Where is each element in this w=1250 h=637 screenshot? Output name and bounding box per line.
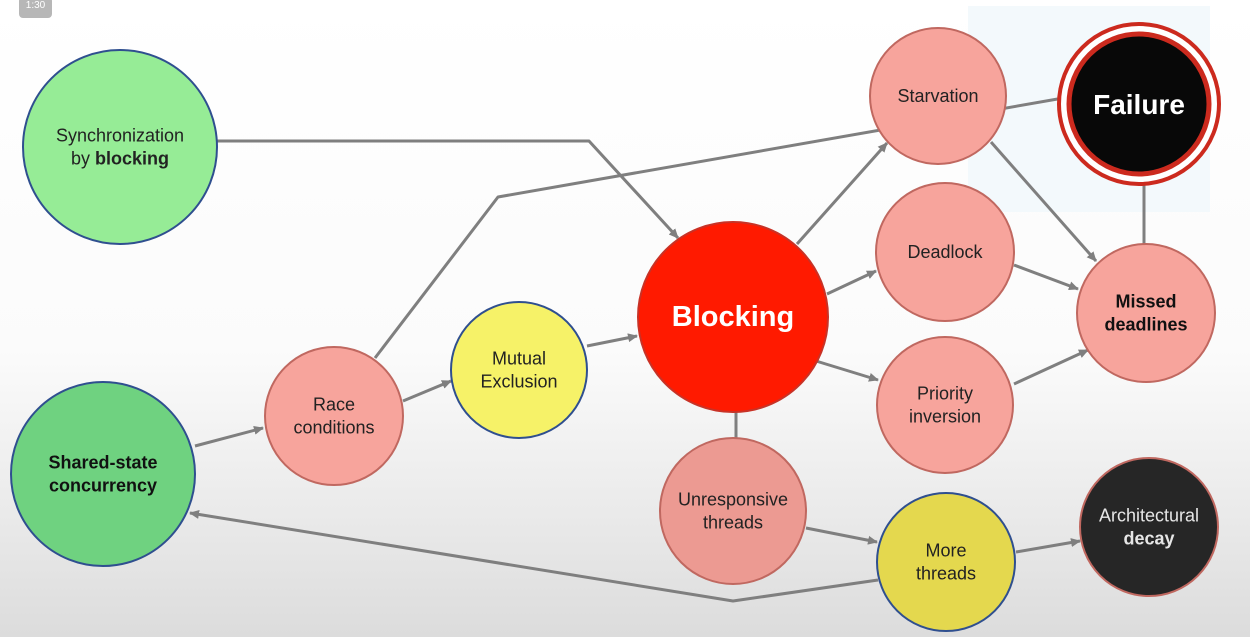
- node-circle: [876, 336, 1014, 474]
- node-label-line: More: [925, 540, 966, 560]
- node-label-line: Starvation: [897, 86, 978, 106]
- label-segment: concurrency: [49, 476, 157, 496]
- label-segment: threads: [916, 564, 976, 584]
- node-priority-inversion: Priority inversion: [876, 336, 1014, 474]
- label-segment: Unresponsive: [678, 489, 788, 509]
- node-architectural-decay: Architectural decay: [1079, 457, 1219, 597]
- label-segment: Starvation: [897, 86, 978, 106]
- node-sync-blocking: Synchronization by blocking: [22, 49, 218, 245]
- label-segment: More: [925, 540, 966, 560]
- edge-race-conditions-to-mutual-exclusion: [402, 379, 452, 403]
- node-circle: [10, 381, 196, 567]
- node-more-threads: More threads: [876, 492, 1016, 632]
- node-blocking: Blocking: [637, 221, 829, 413]
- node-label-line: Architectural: [1099, 505, 1199, 525]
- node-circle: [1066, 31, 1212, 177]
- node-circle: [1076, 243, 1216, 383]
- node-label-line: concurrency: [49, 476, 157, 496]
- node-label-line: inversion: [909, 407, 981, 427]
- label-segment: blocking: [95, 149, 169, 169]
- label-segment: threads: [703, 513, 763, 533]
- edge-more-threads-to-architectural-decay: [1015, 538, 1081, 554]
- node-failure: Failure: [1057, 22, 1221, 186]
- node-label-line: conditions: [293, 418, 374, 438]
- label-segment: Exclusion: [480, 372, 557, 392]
- node-circle: [875, 182, 1015, 322]
- node-circle: [22, 49, 218, 245]
- edge-unresponsive-threads-to-more-threads: [805, 526, 878, 545]
- node-race-conditions: Race conditions: [264, 346, 404, 486]
- edge-blocking-to-starvation: [795, 142, 889, 245]
- node-label-line: deadlines: [1104, 315, 1187, 335]
- node-label-line: Shared-state: [48, 452, 157, 472]
- edge-sync-blocking-to-blocking: [217, 139, 680, 240]
- node-circle: [876, 492, 1016, 632]
- label-segment: Race: [313, 394, 355, 414]
- node-label-line: Synchronization: [56, 125, 184, 145]
- node-label-line: Missed: [1115, 291, 1176, 311]
- node-label-line: threads: [703, 513, 763, 533]
- edge-deadlock-to-missed-deadlines: [1013, 263, 1079, 291]
- node-circle: [1079, 457, 1219, 597]
- node-label-line: Unresponsive: [678, 489, 788, 509]
- node-circle: [659, 437, 807, 585]
- label-segment: inversion: [909, 407, 981, 427]
- node-label-line: threads: [916, 564, 976, 584]
- label-segment: Architectural: [1099, 505, 1199, 525]
- label-segment: Blocking: [672, 301, 794, 333]
- label-segment: Synchronization: [56, 125, 184, 145]
- node-circle: [450, 301, 588, 439]
- edge-starvation-to-missed-deadlines: [989, 141, 1098, 262]
- label-segment: Shared-state: [48, 452, 157, 472]
- node-label-line: Race: [313, 394, 355, 414]
- edge-blocking-to-priority-inversion: [815, 359, 879, 382]
- node-label-line: by blocking: [71, 149, 169, 169]
- node-missed-deadlines: Missed deadlines: [1076, 243, 1216, 383]
- label-segment: Mutual: [492, 348, 546, 368]
- node-label-line: Failure: [1093, 89, 1185, 120]
- label-segment: Deadlock: [907, 242, 983, 262]
- node-circle: [637, 221, 829, 413]
- node-starvation: Starvation: [869, 27, 1007, 165]
- label-segment: Missed: [1115, 291, 1176, 311]
- edge-mutual-exclusion-to-blocking: [586, 333, 638, 348]
- label-segment: decay: [1123, 529, 1174, 549]
- label-segment: conditions: [293, 418, 374, 438]
- node-circle: [869, 27, 1007, 165]
- edge-shared-state-to-race-conditions: [194, 425, 264, 448]
- video-timestamp-badge: 1:30: [19, 0, 52, 18]
- node-label-line: Priority: [917, 383, 973, 403]
- node-shared-state: Shared-state concurrency: [10, 381, 196, 567]
- node-label-line: Deadlock: [907, 242, 983, 262]
- label-segment: Failure: [1093, 89, 1185, 120]
- node-unresponsive-threads: Unresponsive threads: [659, 437, 807, 585]
- node-deadlock: Deadlock: [875, 182, 1015, 322]
- label-segment: Priority: [917, 383, 973, 403]
- edge-more-threads-to-shared-state: [189, 509, 879, 603]
- label-segment: deadlines: [1104, 315, 1187, 335]
- node-circle: [264, 346, 404, 486]
- node-label-line: Exclusion: [480, 372, 557, 392]
- edge-priority-inversion-to-missed-deadlines: [1013, 348, 1089, 386]
- node-label-line: decay: [1123, 529, 1174, 549]
- node-label-line: Blocking: [672, 301, 794, 333]
- edge-blocking-to-deadlock: [826, 269, 877, 296]
- label-segment: by: [71, 149, 95, 169]
- node-label-line: Mutual: [492, 348, 546, 368]
